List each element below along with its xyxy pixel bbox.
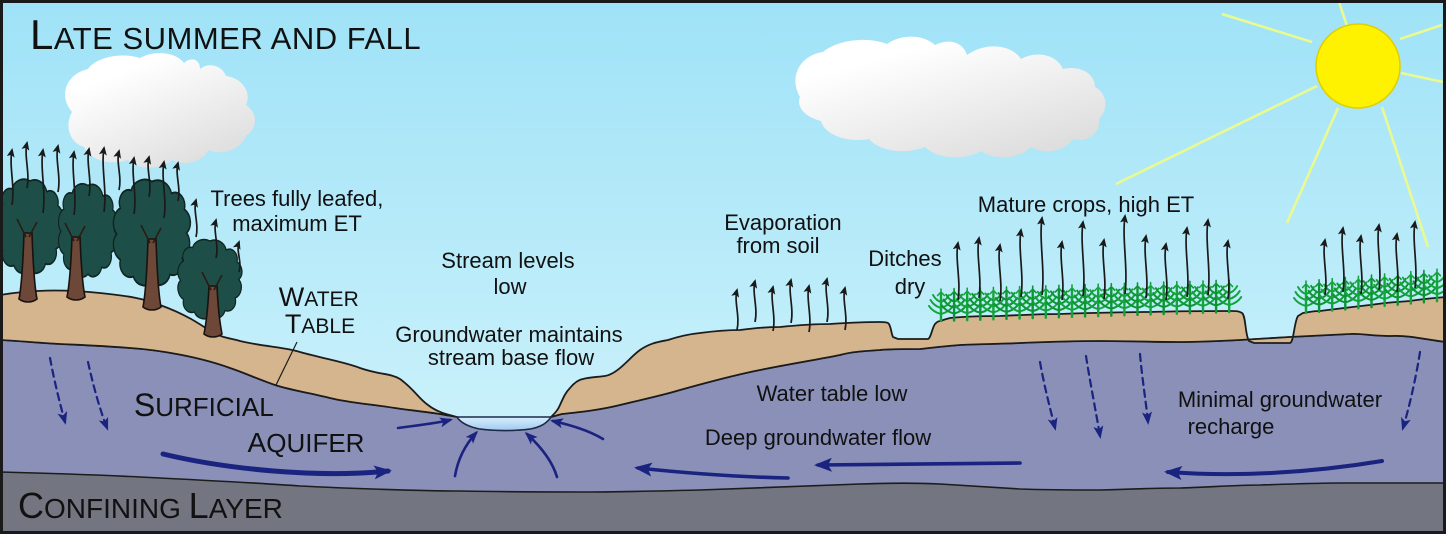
et-arrow (767, 285, 776, 332)
et-arrow (1203, 218, 1211, 296)
label-deep-flow: Deep groundwater flow (705, 425, 931, 450)
soil-layer-right (548, 296, 1446, 419)
cloud-left-icon (65, 53, 255, 168)
lateral-flow-arrow (160, 451, 392, 480)
groundwater-flow-arrows (48, 350, 1422, 481)
tree-icon (0, 178, 64, 303)
corn-plant-icon (1085, 283, 1112, 318)
et-arrow (952, 241, 961, 301)
recharge-arrow-dashed (86, 360, 109, 431)
tree-icon (177, 238, 243, 338)
et-arrow (1098, 238, 1107, 300)
et-arrow (821, 277, 830, 323)
et-arrow (21, 141, 30, 189)
et-arrow (994, 243, 1003, 302)
et-arrow (52, 144, 61, 193)
et-arrow (37, 148, 46, 214)
et-arrow (1160, 242, 1169, 301)
stream-inflow-arrow (524, 431, 559, 479)
et-arrow (1319, 238, 1328, 296)
deep-flow-arrow (634, 462, 790, 480)
corn-plant-icon (1424, 268, 1446, 303)
et-arrow (1391, 232, 1400, 293)
corn-plant-icon (1059, 284, 1085, 319)
et-arrow (128, 156, 137, 215)
et-arrow (749, 279, 758, 323)
et-arrows-group (6, 141, 1418, 333)
et-arrow (158, 160, 167, 219)
stream-inflow-arrow (396, 417, 453, 430)
stream-inflow-arrow (550, 418, 605, 441)
deep-flow-arrow (1164, 459, 1384, 481)
et-arrow (1037, 216, 1046, 296)
et-arrow (1222, 239, 1231, 300)
et-arrow (190, 198, 198, 238)
label-water-table-low: Water table low (757, 381, 908, 406)
sun-icon (1315, 23, 1401, 109)
label-trees-et: Trees fully leafed, maximum ET (211, 186, 390, 236)
label-mature-crops: Mature crops, high ET (978, 192, 1194, 217)
recharge-arrow-dashed (48, 356, 68, 425)
corn-plant-icon (1293, 280, 1319, 315)
et-arrow (839, 286, 848, 331)
diagram-title: LATE SUMMER AND FALL (30, 11, 421, 58)
label-minimal-recharge: Minimal groundwater recharge (1178, 387, 1388, 439)
et-arrow (803, 284, 812, 333)
et-arrow (1140, 234, 1149, 299)
et-arrow (1409, 220, 1418, 289)
soil-layer-left (0, 289, 458, 418)
et-arrow (1015, 228, 1024, 298)
tree-icon (112, 178, 192, 311)
et-arrow (6, 148, 15, 206)
label-stream-levels: Stream levels low (441, 248, 580, 299)
et-arrow (1355, 234, 1364, 295)
et-arrow (83, 147, 92, 197)
label-ditches-dry: Ditches dry (868, 246, 947, 299)
sun-rays-icon (1115, 1, 1444, 248)
tree-icon (57, 182, 119, 301)
et-arrow (1181, 226, 1190, 298)
et-arrow (172, 161, 180, 202)
label-groundwater-maintains: Groundwater maintains stream base flow (395, 322, 629, 370)
label-surficial-aquifer: SURFICIAL AQUIFER (134, 387, 365, 458)
et-arrow (1056, 240, 1065, 301)
stream-water (455, 416, 553, 432)
corn-plant-icon (1163, 280, 1190, 315)
stream-inflow-arrow (453, 430, 479, 478)
water-table-leader-line (275, 341, 298, 386)
corn-plant-icon (1019, 285, 1046, 320)
recharge-arrow-dashed (1401, 350, 1422, 431)
label-confining-layer: CONFINING LAYER (18, 485, 283, 526)
et-arrow (1373, 223, 1382, 291)
crop-field-left (928, 279, 1243, 323)
et-arrow (68, 150, 77, 216)
et-arrow (1120, 214, 1129, 295)
crop-field-right (1293, 268, 1446, 315)
et-arrow (98, 146, 107, 213)
et-arrow (143, 155, 152, 198)
et-arrow (210, 218, 218, 259)
et-arrow (113, 149, 122, 191)
confining-layer (0, 471, 1446, 534)
label-water-table: WATER TABLE (279, 282, 363, 339)
trees-group (0, 178, 243, 338)
recharge-arrow-dashed (1138, 352, 1152, 425)
et-arrow (731, 288, 740, 331)
et-arrow (232, 240, 241, 273)
et-arrow (1078, 220, 1086, 297)
recharge-arrow-dashed (1084, 354, 1104, 439)
label-evaporation: Evaporation from soil (724, 210, 848, 258)
cloud-right-icon (795, 36, 1106, 158)
et-arrow (785, 278, 794, 324)
et-arrow (1337, 226, 1346, 293)
deep-flow-arrow (814, 457, 1022, 472)
recharge-arrow-dashed (1038, 360, 1058, 431)
et-arrow (973, 236, 982, 299)
